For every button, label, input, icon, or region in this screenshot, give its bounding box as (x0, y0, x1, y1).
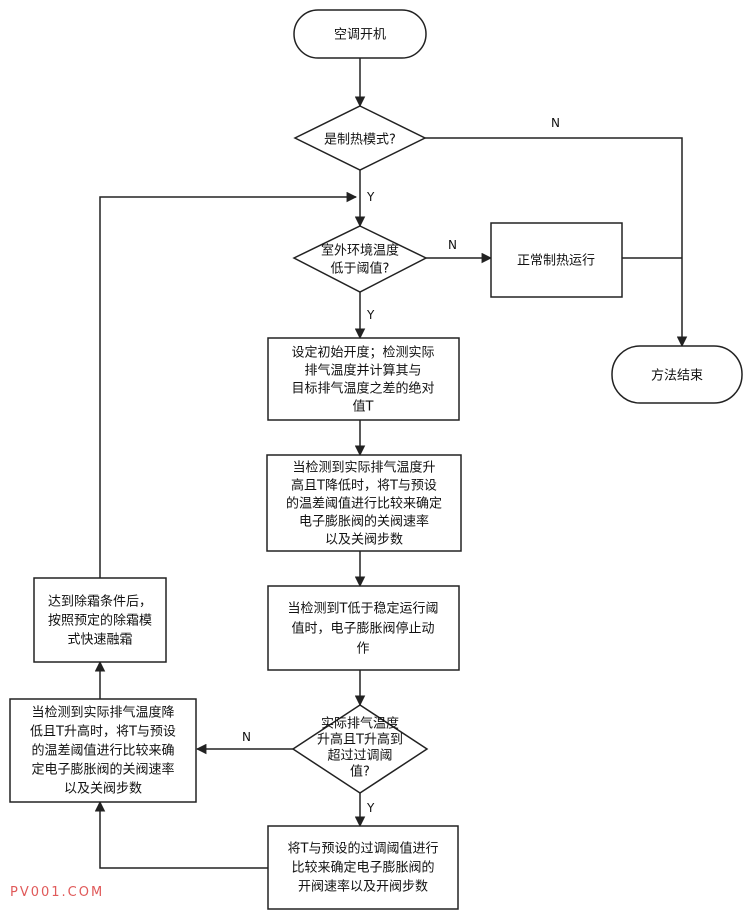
node-heating-decision-text: 是制热模式? (324, 133, 396, 148)
text-line: 值? (350, 764, 370, 780)
node-outdoor-decision-text: 室外环境温度低于阈值? (321, 243, 399, 277)
node-normal-heating-text: 正常制热运行 (517, 254, 595, 269)
node-normal-heating: 正常制热运行 (490, 222, 623, 298)
node-outdoor-decision: 室外环境温度低于阈值? (292, 225, 428, 293)
node-end: 方法结束 (611, 345, 743, 404)
node-defrost: 达到除霜条件后， 按照预定的除霜模式快速融霜 (33, 577, 167, 663)
text-line: 的温差阈值进行比较来确 (31, 743, 174, 759)
text-line: 开阀速率以及开阀步数 (298, 879, 428, 895)
text-line: 空调开机 (334, 28, 386, 43)
text-line: 正常制热运行 (517, 254, 595, 269)
text-line: 以及关阀步数 (64, 782, 142, 797)
text-line: 定电子膨胀阀的关阀速率 (31, 762, 174, 778)
text-line: 比较来确定电子膨胀阀的 (291, 860, 434, 876)
node-close-valve: 当检测到实际排气温度升高且T降低时，将T与预设的温差阈值进行比较来确定电子膨胀阀… (266, 454, 462, 552)
text-line: 电子膨胀阀的关阀速率 (299, 514, 429, 530)
node-start: 空调开机 (293, 9, 427, 59)
text-line: 低且T升高时，将T与预设 (30, 724, 176, 740)
node-left-close-valve-text: 当检测到实际排气温度降低且T升高时，将T与预设的温差阈值进行比较来确定电子膨胀阀… (30, 705, 176, 797)
node-overshoot-decision-text: 实际排气温度升高且T升高到超过过调阈值? (317, 716, 403, 780)
text-line: 以及关阀步数 (325, 533, 403, 548)
node-stop-valve-text: 当检测到T低于稳定运行阈值时，电子膨胀阀停止动作 (288, 601, 439, 657)
text-line: 室外环境温度 (321, 243, 399, 259)
label-heating-yes: Y (366, 190, 375, 204)
text-line: 低于阈值? (331, 261, 390, 277)
label-outdoor-no: N (448, 238, 457, 252)
node-init: 设定初始开度；检测实际排气温度并计算其与目标排气温度之差的绝对值T (267, 337, 460, 421)
node-end-text: 方法结束 (651, 368, 703, 384)
text-line: 方法结束 (651, 368, 703, 384)
edge-open-to-left (94, 800, 268, 869)
text-line: 当检测到T低于稳定运行阈 (288, 601, 439, 617)
node-overshoot-decision: 实际排气温度升高且T升高到超过过调阈值? (291, 704, 429, 794)
label-over-yes: Y (366, 801, 375, 815)
text-line: 作 (356, 642, 369, 657)
node-open-valve: 将T与预设的过调阈值进行比较来确定电子膨胀阀的开阀速率以及开阀步数 (267, 825, 459, 910)
text-line: 高且T降低时，将T与预设 (291, 478, 437, 494)
text-line: 按照预定的除霜模 (48, 613, 152, 629)
text-line: 将T与预设的过调阈值进行 (288, 841, 439, 857)
edge-defrost-loop (99, 191, 358, 578)
text-line: 达到除霜条件后， (48, 594, 152, 610)
text-line: 的温差阈值进行比较来确定 (286, 496, 442, 512)
node-defrost-text: 达到除霜条件后， 按照预定的除霜模式快速融霜 (48, 594, 152, 648)
text-line: 值T (353, 399, 374, 415)
label-over-no: N (242, 730, 251, 744)
text-line: 升高且T升高到 (317, 732, 403, 748)
node-start-text: 空调开机 (334, 28, 386, 43)
text-line: 当检测到实际排气温度降 (31, 705, 174, 721)
text-line: 超过过调阈 (327, 749, 392, 764)
text-line: 当检测到实际排气温度升 (292, 460, 435, 476)
node-stop-valve: 当检测到T低于稳定运行阈值时，电子膨胀阀停止动作 (267, 585, 460, 671)
text-line: 目标排气温度之差的绝对 (291, 381, 434, 397)
node-heating-decision: 是制热模式? (293, 105, 427, 171)
node-init-text: 设定初始开度；检测实际排气温度并计算其与目标排气温度之差的绝对值T (291, 345, 434, 415)
watermark: PV001.COM (10, 885, 104, 900)
label-outdoor-yes: Y (366, 308, 375, 322)
edge-heating-no-to-end (425, 137, 688, 348)
label-heating-no: N (551, 116, 560, 130)
text-line: 式快速融霜 (67, 633, 132, 648)
text-line: 排气温度并计算其与 (304, 363, 421, 379)
text-line: 值时，电子膨胀阀停止动 (291, 621, 434, 637)
text-line: 设定初始开度；检测实际 (291, 345, 434, 361)
node-left-close-valve: 当检测到实际排气温度降低且T升高时，将T与预设的温差阈值进行比较来确定电子膨胀阀… (9, 698, 197, 803)
node-open-valve-text: 将T与预设的过调阈值进行比较来确定电子膨胀阀的开阀速率以及开阀步数 (288, 841, 439, 895)
connectors (94, 58, 688, 869)
text-line: 是制热模式? (324, 133, 396, 148)
text-line: 实际排气温度 (321, 716, 399, 732)
node-close-valve-text: 当检测到实际排气温度升高且T降低时，将T与预设的温差阈值进行比较来确定电子膨胀阀… (286, 460, 442, 548)
